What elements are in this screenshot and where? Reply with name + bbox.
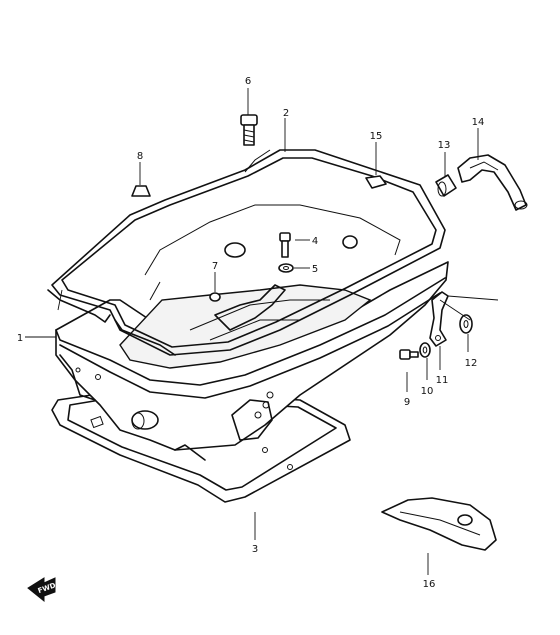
clip-part-15 — [365, 175, 387, 189]
bracket-part-11 — [429, 291, 449, 347]
callout-15: 15 — [370, 131, 383, 142]
callout-7: 7 — [212, 261, 218, 272]
plug-part-7 — [209, 292, 221, 302]
lower-case-part-1 — [55, 242, 449, 461]
callout-8: 8 — [137, 151, 143, 162]
callout-6: 6 — [245, 76, 251, 87]
cover-part-16 — [381, 497, 497, 551]
callout-5: 5 — [312, 264, 318, 275]
callout-16: 16 — [423, 579, 436, 590]
callout-12: 12 — [465, 358, 478, 369]
washer-part-5 — [278, 263, 294, 273]
hose-part-14 — [457, 154, 528, 211]
bolt-part-6 — [240, 114, 258, 146]
bolt-part-9 — [399, 349, 419, 360]
boss-right — [342, 235, 358, 249]
forward-direction-marker: FWD — [27, 577, 57, 603]
callout-14: 14 — [472, 117, 485, 128]
callout-9: 9 — [404, 397, 410, 408]
upper-seal-part-2 — [47, 149, 446, 356]
leader-lines — [25, 88, 499, 575]
callout-1: 1 — [17, 333, 23, 344]
fitting-part-13 — [435, 174, 457, 197]
callout-11: 11 — [436, 375, 449, 386]
bolt-part-4 — [279, 232, 291, 258]
callout-10: 10 — [421, 386, 434, 397]
callout-13: 13 — [438, 140, 451, 151]
grommet-part-8 — [131, 185, 151, 197]
callout-2: 2 — [283, 108, 289, 119]
washer-part-10 — [419, 342, 431, 358]
callout-3: 3 — [252, 544, 258, 555]
callout-labels: 1 2 3 4 5 6 7 8 9 10 11 12 13 14 15 16 — [17, 76, 485, 590]
callout-4: 4 — [312, 236, 318, 247]
